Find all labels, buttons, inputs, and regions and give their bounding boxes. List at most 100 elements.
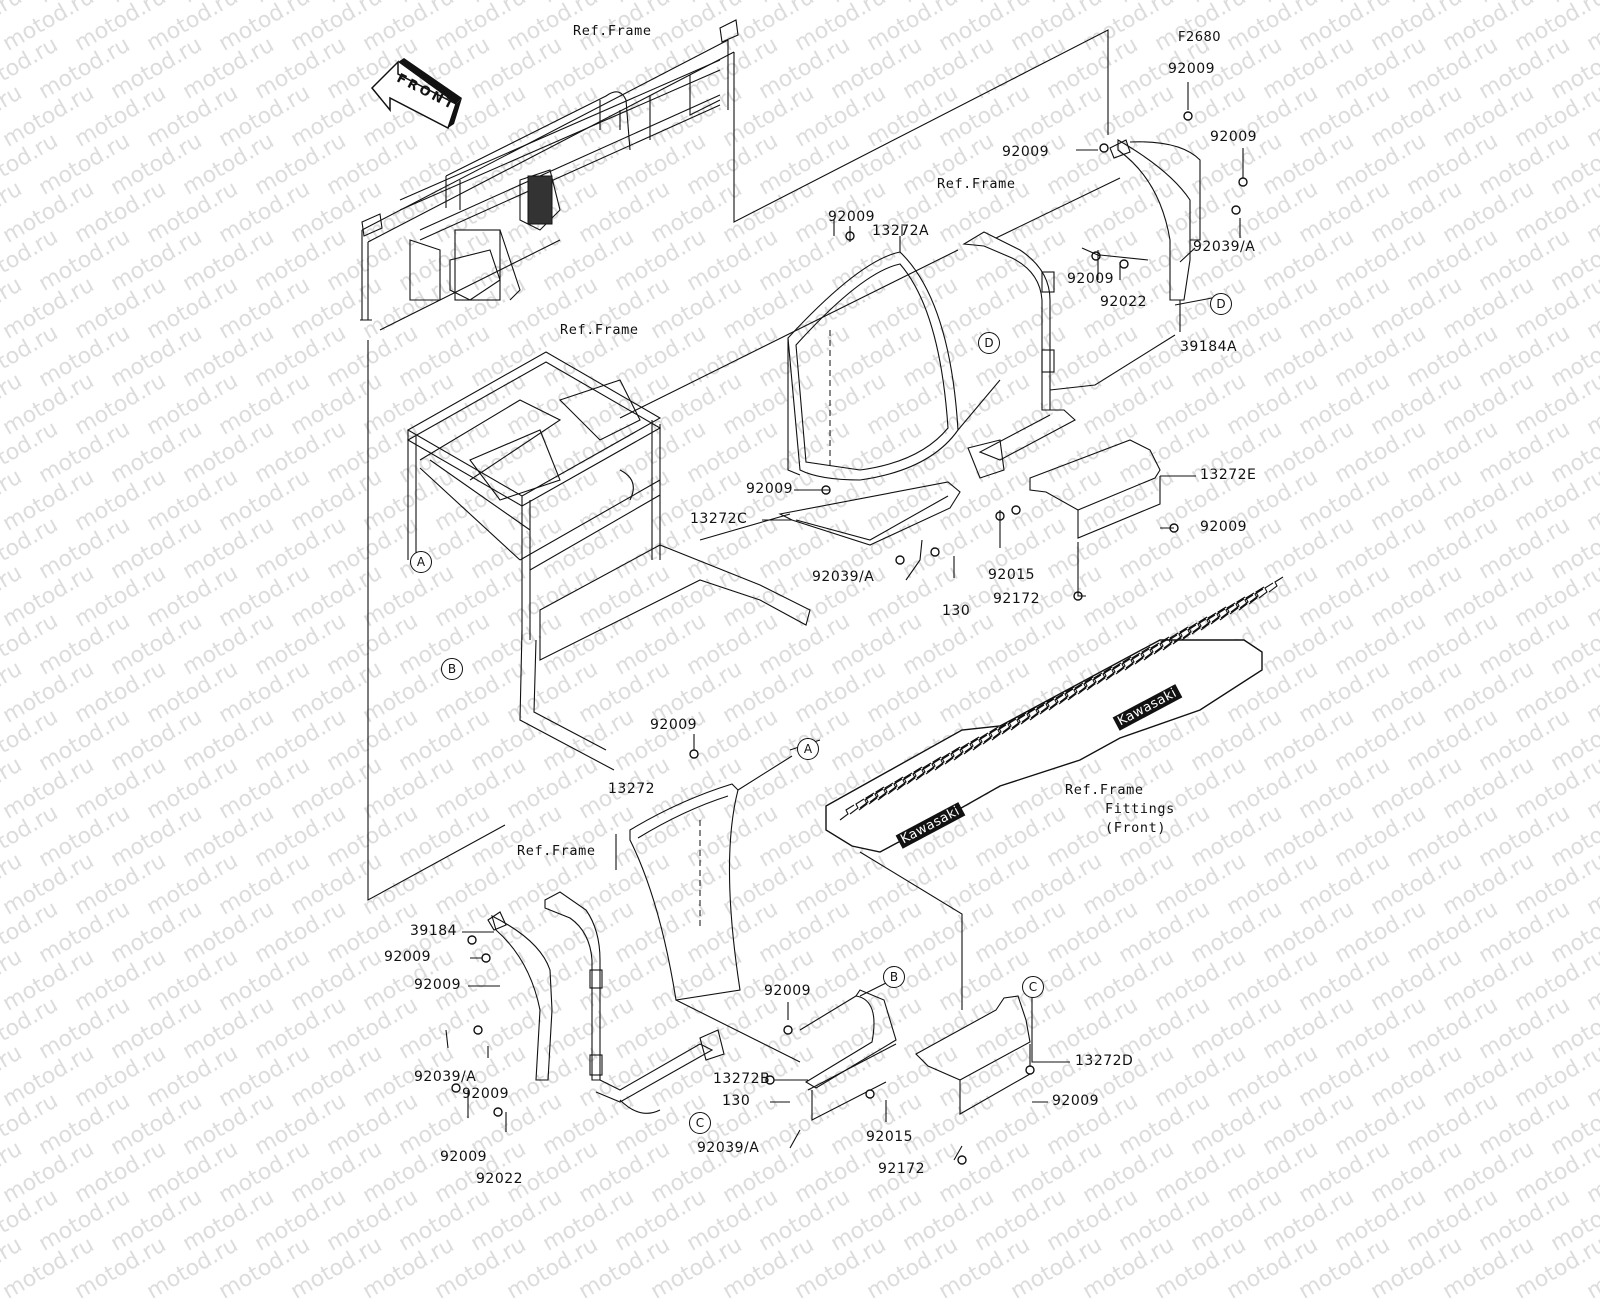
line-art (360, 19, 1284, 1165)
bolt-icon (1238, 177, 1248, 187)
ref-frame-fittings-label: (Front) (1105, 820, 1167, 836)
watermark-text: motod.ru (862, 1232, 963, 1305)
panel-13272b (799, 989, 897, 1121)
watermark-text: motod.ru (1294, 1232, 1395, 1305)
leader-line (733, 29, 1109, 223)
part-label[interactable]: 92009 (1210, 129, 1258, 145)
part-label[interactable]: 92009 (1067, 271, 1115, 287)
bracket-39184 (487, 911, 553, 1081)
fender-13272 (615, 755, 801, 1063)
ref-frame-label: Ref.Frame (937, 176, 1016, 192)
part-label[interactable]: 13272E (1200, 467, 1257, 483)
main-frame (406, 351, 811, 771)
watermark-text: motod.ru (1222, 1232, 1323, 1305)
leader-line (619, 249, 959, 419)
front-arrow-icon (370, 58, 462, 130)
callout-a: A (410, 551, 432, 573)
part-label[interactable]: 13272A (872, 223, 930, 239)
side-frame-lower (544, 891, 725, 1114)
part-label[interactable]: 92009 (1200, 519, 1248, 535)
floor-mat (825, 576, 1284, 853)
fender-13272a (787, 220, 1001, 481)
part-label[interactable]: 92015 (866, 1129, 914, 1145)
watermark-text: motod.ru (790, 1232, 891, 1305)
part-label[interactable]: 39184 (410, 923, 458, 939)
part-label[interactable]: 92009 (746, 481, 794, 497)
watermark-text: motod.ru (1438, 1232, 1539, 1305)
ref-frame-label: Ref.Frame (517, 843, 596, 859)
side-frame-upper (962, 177, 1176, 479)
bolt-icon (481, 953, 491, 963)
callout-a: A (797, 738, 819, 760)
part-label[interactable]: 92022 (1100, 294, 1148, 310)
part-label[interactable]: 92009 (1002, 144, 1050, 160)
bolt-icon (1183, 111, 1193, 121)
bolt-icon (865, 1089, 875, 1099)
part-label[interactable]: 92022 (476, 1171, 524, 1187)
part-label[interactable]: 92009 (440, 1149, 488, 1165)
watermark-text: motod.ru (934, 1232, 1035, 1305)
bolt-icon (451, 1083, 461, 1093)
watermark-text: motod.ru (70, 1232, 171, 1305)
part-label[interactable]: 92039/A (414, 1069, 477, 1085)
fasteners (451, 111, 1248, 1165)
leader-line (367, 340, 506, 901)
watermark-text: motod.ru (214, 1232, 315, 1305)
bolt-icon (1119, 259, 1129, 269)
part-label[interactable]: 92039/A (697, 1140, 760, 1156)
part-label[interactable]: 92009 (1052, 1093, 1100, 1109)
part-label[interactable]: 92009 (1168, 61, 1216, 77)
watermark-text: motod.ru (502, 1232, 603, 1305)
part-label[interactable]: 13272C (690, 511, 748, 527)
bolt-icon (895, 555, 905, 565)
part-label[interactable]: 13272 (608, 781, 656, 797)
leader-lines (445, 82, 1244, 1161)
watermark-text: motod.ru (1078, 1232, 1179, 1305)
part-label[interactable]: 39184A (1180, 339, 1238, 355)
callout-b: B (883, 966, 905, 988)
part-label[interactable]: 92009 (764, 983, 812, 999)
bolt-icon (1011, 505, 1021, 515)
part-label[interactable]: 92039/A (812, 569, 875, 585)
part-label[interactable]: 92009 (384, 949, 432, 965)
watermark-text: motod.ru (286, 1232, 387, 1305)
diagram-code: F2680 (1178, 30, 1222, 45)
bolt-icon (1025, 1065, 1035, 1075)
bolt-icon (1231, 205, 1241, 215)
watermark-text: motod.ru (646, 1232, 747, 1305)
part-label[interactable]: 92009 (828, 209, 876, 225)
watermark-text: motod.ru (142, 1232, 243, 1305)
bolt-icon (957, 1155, 967, 1165)
part-label[interactable]: 92015 (988, 567, 1036, 583)
ref-frame-fittings-label: Ref.Frame (1065, 782, 1144, 798)
bracket-39184a (1109, 139, 1201, 301)
bolt-icon (493, 1107, 503, 1117)
ref-frame-label: Ref.Frame (573, 23, 652, 39)
watermark-text: motod.ru (1582, 1232, 1600, 1305)
bolt-icon (783, 1025, 793, 1035)
part-label[interactable]: 92009 (650, 717, 698, 733)
bolt-icon (467, 935, 477, 945)
bolt-icon (930, 547, 940, 557)
panel-13272e (1029, 439, 1161, 539)
part-label[interactable]: 92039/A (1193, 239, 1256, 255)
part-label[interactable]: 130 (722, 1093, 751, 1109)
watermark-text: motod.ru (718, 1232, 819, 1305)
ref-frame-fittings-label: Fittings (1105, 801, 1175, 817)
part-label[interactable]: 130 (942, 603, 971, 619)
watermark-text: motod.ru (0, 1232, 27, 1305)
bolt-icon (1099, 143, 1109, 153)
part-label[interactable]: 92172 (993, 591, 1041, 607)
callout-b: B (441, 658, 463, 680)
part-label[interactable]: 92009 (414, 977, 462, 993)
part-label[interactable]: 92172 (878, 1161, 926, 1177)
part-label[interactable]: 13272D (1075, 1053, 1134, 1069)
part-label[interactable]: 13272B (713, 1071, 771, 1087)
watermark-text: motod.ru (430, 1232, 531, 1305)
part-label[interactable]: 92009 (462, 1086, 510, 1102)
watermark-text: motod.ru (0, 1232, 99, 1305)
callout-d: D (1210, 293, 1232, 315)
watermark-text: motod.ru (1006, 1232, 1107, 1305)
ref-frame-label: Ref.Frame (560, 322, 639, 338)
